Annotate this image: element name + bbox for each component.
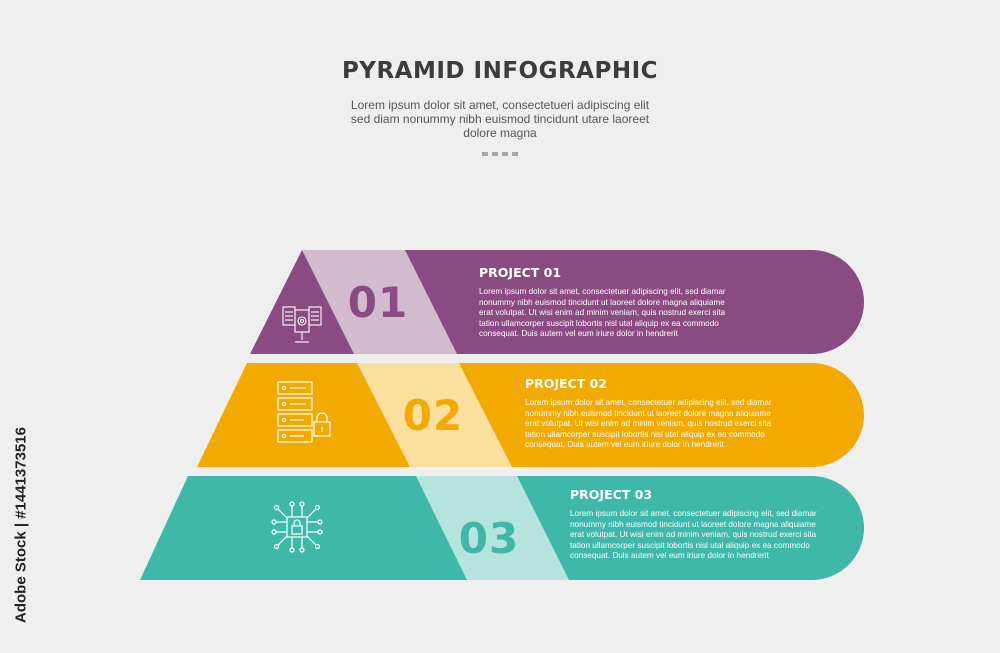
tier-1-number: 01 <box>347 278 409 327</box>
tier-1-description: Lorem ipsum dolor sit amet, consectetuer… <box>479 287 726 339</box>
tier-3-number-strip <box>416 476 569 580</box>
page-title: PYRAMID INFOGRAPHIC <box>341 58 659 84</box>
circuit-lock-icon <box>271 501 323 553</box>
tier-2-number-strip <box>357 363 512 467</box>
dot <box>502 152 508 156</box>
page-subtitle: Lorem ipsum dolor sit amet, consectetuer… <box>350 98 650 140</box>
tier-2-number: 02 <box>402 391 464 440</box>
dot <box>482 152 488 156</box>
tier-3-band <box>140 476 864 580</box>
tier-3-description: Lorem ipsum dolor sit amet, consectetuer… <box>570 509 817 561</box>
stock-credit: Adobe Stock | #1441373516 <box>11 410 31 640</box>
pyramid-tier-2: 02 PROJECT 02 Lorem ipsum dolor sit amet… <box>0 363 1000 467</box>
header: PYRAMID INFOGRAPHIC Lorem ipsum dolor si… <box>0 58 1000 156</box>
stock-credit-text: Adobe Stock | #1441373516 <box>12 427 30 623</box>
tier-2-description: Lorem ipsum dolor sit amet, consectetuer… <box>525 398 772 450</box>
tier-1-title: PROJECT 01 <box>479 265 562 280</box>
server-settings-icon <box>282 306 322 343</box>
pyramid-tier-3: 03 PROJECT 03 Lorem ipsum dolor sit amet… <box>0 476 1000 580</box>
tier-1-band <box>250 250 864 354</box>
tier-3-number: 03 <box>458 514 520 563</box>
pyramid-tier-1: 01 PROJECT 01 Lorem ipsum dolor sit amet… <box>0 250 1000 354</box>
tier-1-number-strip <box>302 250 457 354</box>
tier-2-shape <box>197 363 864 467</box>
tier-2-band <box>197 363 864 467</box>
server-lock-icon <box>277 381 331 443</box>
divider-dots <box>0 152 1000 156</box>
dot <box>492 152 498 156</box>
tier-3-title: PROJECT 03 <box>570 487 653 502</box>
tier-2-title: PROJECT 02 <box>525 376 608 391</box>
dot <box>512 152 518 156</box>
